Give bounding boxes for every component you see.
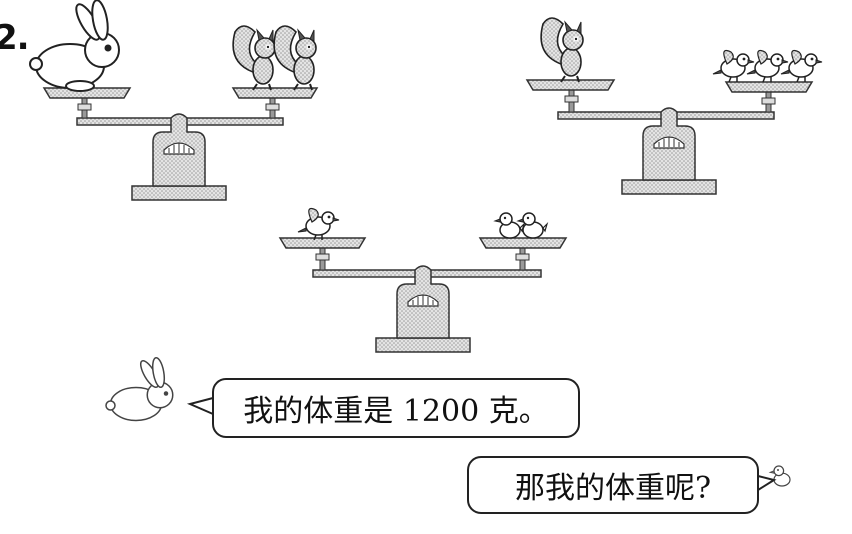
squirrel-icon xyxy=(540,17,584,83)
bird-icon xyxy=(297,207,340,241)
duck-speaker-icon xyxy=(768,465,791,487)
bird-icon xyxy=(712,49,755,83)
duck-icon xyxy=(494,212,525,239)
scale-1 xyxy=(29,0,319,201)
duck-speech-text: 那我的体重呢? xyxy=(514,471,712,506)
bird-icon xyxy=(746,49,789,83)
duck-speech-bubble: 那我的体重呢? xyxy=(467,456,759,514)
rabbit-speech-bubble: 我的体重是 1200 克。 xyxy=(212,378,580,438)
rabbit-speaker-icon xyxy=(105,356,174,422)
bird-icon xyxy=(780,49,823,83)
squirrel-icon xyxy=(232,25,276,91)
rabbit-speech-text: 我的体重是 1200 克。 xyxy=(243,394,549,429)
scale-2 xyxy=(525,17,823,195)
problem-number: 2. xyxy=(0,18,30,58)
scale-3 xyxy=(278,207,568,353)
squirrel-icon xyxy=(273,25,317,91)
rabbit-icon xyxy=(29,0,120,92)
